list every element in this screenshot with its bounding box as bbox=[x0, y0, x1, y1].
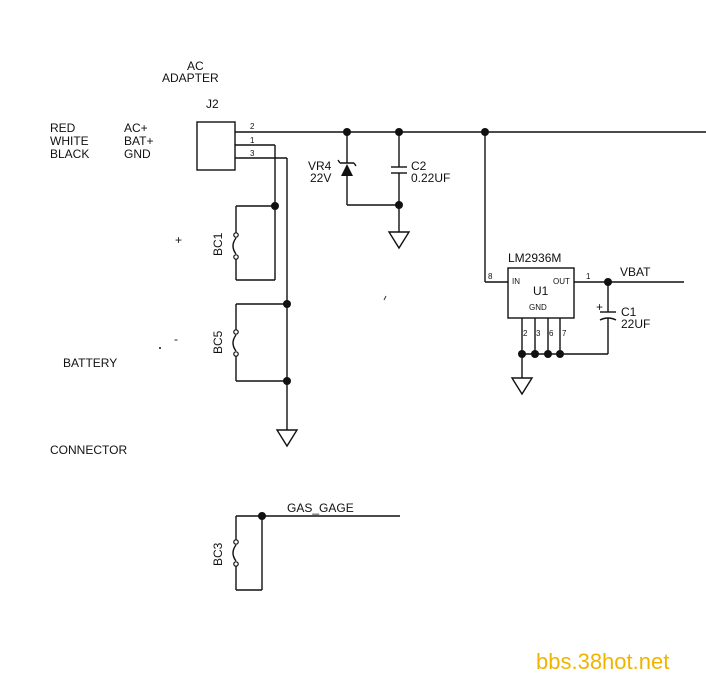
ac-adapter-label-1: AC bbox=[187, 59, 204, 73]
junction-bc3 bbox=[258, 512, 266, 520]
vr4-value-label: 22V bbox=[310, 171, 331, 185]
c1-value-label: 22UF bbox=[621, 317, 650, 331]
ground-symbol-battery bbox=[275, 429, 299, 448]
u1-part-label: LM2936M bbox=[508, 251, 561, 265]
u1-pin2-label: 2 bbox=[523, 329, 528, 338]
j2-pin1-label: 1 bbox=[250, 136, 255, 145]
wire-white-label: WHITE bbox=[50, 134, 89, 148]
j2-pin3-label: 3 bbox=[250, 149, 255, 158]
wire-red-label: RED bbox=[50, 121, 76, 135]
battery-label: BATTERY bbox=[63, 356, 117, 370]
bc5-contact-bottom bbox=[233, 351, 239, 357]
junction-pin3 bbox=[531, 350, 539, 358]
vbat-label: VBAT bbox=[620, 265, 651, 279]
bc5-arc bbox=[232, 334, 237, 352]
bc1-label: BC1 bbox=[211, 232, 225, 256]
capacitor-c2 bbox=[387, 132, 411, 250]
u1-gnd-label: GND bbox=[529, 303, 547, 312]
u1-pin6-label: 6 bbox=[549, 329, 554, 338]
bc3-contact-bottom bbox=[233, 561, 239, 567]
bc3-contact-top bbox=[233, 539, 239, 545]
bc1-contact-top bbox=[233, 232, 239, 238]
junction-pin7 bbox=[556, 350, 564, 358]
signal-ac-label: AC+ bbox=[124, 121, 148, 135]
bc3-arc bbox=[232, 544, 237, 562]
stray-mark bbox=[383, 295, 387, 301]
signal-bat-label: BAT+ bbox=[124, 134, 153, 148]
junction-bc5-bottom bbox=[283, 377, 291, 385]
u1-in-label: IN bbox=[512, 277, 520, 286]
connector-label: CONNECTOR bbox=[50, 443, 127, 457]
bc5-contact-top bbox=[233, 329, 239, 335]
bc1-arc bbox=[232, 237, 237, 255]
c1-label: C1 bbox=[621, 305, 637, 319]
bc5-minus-sign: - bbox=[174, 332, 178, 346]
gas-gage-label: GAS_GAGE bbox=[287, 501, 354, 515]
regulator-u1 bbox=[484, 132, 684, 396]
c2-label: C2 bbox=[411, 159, 427, 173]
vr4-triangle bbox=[341, 164, 353, 176]
u1-pin8-label: 8 bbox=[488, 272, 493, 281]
battery-contact-bc3 bbox=[232, 512, 400, 591]
zener-diode-vr4 bbox=[337, 132, 399, 206]
u1-body bbox=[507, 267, 575, 319]
u1-pin7-label: 7 bbox=[562, 329, 567, 338]
u1-pin1-label: 1 bbox=[586, 272, 591, 281]
battery-contact-bc5 bbox=[232, 300, 291, 385]
junction-bc5-top bbox=[283, 300, 291, 308]
bc1-plus-sign: + bbox=[175, 233, 182, 247]
battery-contact-bc1 bbox=[232, 202, 279, 281]
junction-c2-bottom bbox=[395, 201, 403, 209]
c1-plus-sign: + bbox=[596, 300, 603, 314]
u1-pin3-label: 3 bbox=[536, 329, 541, 338]
j2-label: J2 bbox=[206, 97, 219, 111]
capacitor-c1 bbox=[599, 282, 617, 354]
u1-ref-label: U1 bbox=[533, 284, 549, 298]
bc1-contact-bottom bbox=[233, 254, 239, 260]
junction-pin6 bbox=[544, 350, 552, 358]
wire-black-label: BLACK bbox=[50, 147, 89, 161]
watermark-text: bbs.38hot.net bbox=[536, 649, 669, 674]
c2-value-label: 0.22UF bbox=[411, 171, 450, 185]
u1-out-label: OUT bbox=[553, 277, 570, 286]
ground-symbol-u1 bbox=[510, 377, 534, 396]
vr4-label: VR4 bbox=[308, 159, 332, 173]
connector-j2 bbox=[196, 121, 287, 171]
stray-dot-1 bbox=[159, 347, 161, 349]
junction-bc1 bbox=[271, 202, 279, 210]
bc3-label: BC3 bbox=[211, 542, 225, 566]
ground-symbol-c2 bbox=[387, 231, 411, 250]
vr4-cathode-bar bbox=[337, 159, 357, 167]
signal-gnd-label: GND bbox=[124, 147, 151, 161]
j2-body bbox=[196, 121, 236, 171]
bc5-label: BC5 bbox=[211, 330, 225, 354]
j2-pin2-label: 2 bbox=[250, 122, 255, 131]
ac-adapter-label-2: ADAPTER bbox=[162, 71, 219, 85]
